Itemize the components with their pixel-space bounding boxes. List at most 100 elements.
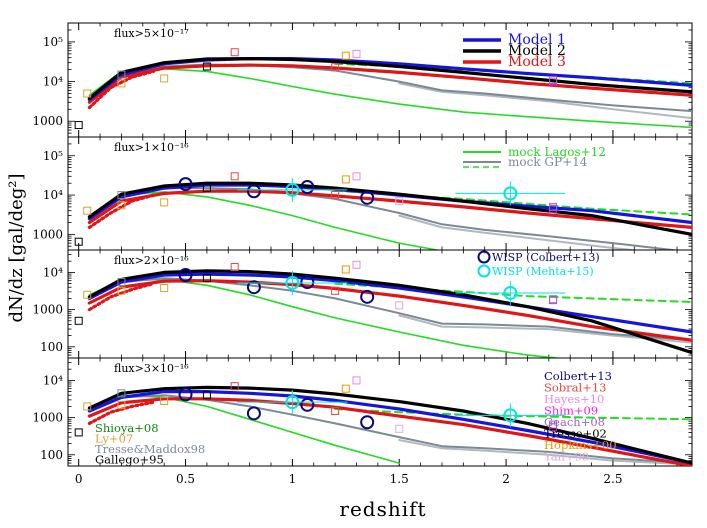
square-marker-ly-07	[160, 284, 169, 293]
square-marker-yan-99	[395, 424, 404, 433]
circle-marker-wisp-colbert-13	[360, 289, 375, 304]
circle-marker-wisp-colbert-13	[360, 415, 375, 430]
square-marker-hopkins-00	[341, 265, 350, 274]
series-line-model-3-dotted	[87, 69, 156, 110]
legend-label-tresse-02: Tresse+02	[544, 427, 607, 441]
series-line-model-3	[87, 63, 692, 104]
series-line-model-1	[87, 390, 692, 465]
square-marker-sobral-13	[230, 262, 239, 271]
y-tick-label: 10⁵	[43, 149, 63, 163]
circle-marker-wisp-mehta-15	[503, 285, 518, 300]
square-marker-hopkins-00	[341, 175, 350, 184]
square-marker-sobral-13	[331, 191, 340, 200]
y-tick-label: 10⁴	[43, 373, 63, 387]
square-marker-tresse-maddox98	[117, 191, 126, 200]
square-marker-sobral-13	[230, 382, 239, 391]
square-marker-geach-08	[549, 295, 558, 304]
square-marker-gallego-95	[74, 428, 83, 437]
y-tick-label: 1000	[32, 227, 63, 241]
square-marker-geach-08	[549, 75, 558, 84]
square-marker-sobral-13	[230, 172, 239, 181]
series-line-mock-gp-14-alt	[398, 439, 692, 466]
square-marker-tresse-02	[202, 274, 211, 283]
panel-flux-label: flux>1×10⁻¹⁶	[114, 141, 189, 154]
square-marker-tresse-02	[202, 62, 211, 71]
y-axis-label: dN/dz [gal/deg²]	[6, 173, 27, 322]
circle-marker-wisp-colbert-13	[246, 406, 261, 421]
series-line-mock-gp-14	[88, 277, 692, 342]
circle-marker-wisp-colbert-13	[178, 387, 193, 402]
series-line-mock-gp-14-alt	[398, 214, 643, 250]
square-marker-gallego-95	[74, 237, 83, 246]
y-tick-label: 10⁴	[43, 188, 63, 202]
square-marker-hayes-10	[352, 172, 361, 181]
panel-data	[74, 376, 692, 466]
series-line-mock-gp-14-alt	[398, 314, 692, 344]
legend-label-shim-09: Shim+09	[544, 404, 598, 418]
square-marker-sobral-13	[331, 286, 340, 295]
y-tick-label: 10⁴	[43, 265, 63, 279]
circle-marker-wisp-colbert-13	[300, 397, 315, 412]
legend-label-mock-lagos-12: mock Lagos+12	[508, 145, 606, 159]
y-tick-label: 100	[40, 340, 63, 354]
circle-marker-wisp-colbert-13	[300, 275, 315, 290]
series-line-mock-gp-14	[88, 394, 692, 465]
square-marker-sobral-13	[331, 407, 340, 416]
square-marker-geach-08	[549, 420, 558, 429]
legend-label-tresse-maddox98: Tresse&Maddox98	[95, 442, 205, 456]
square-marker-sobral-13	[331, 63, 340, 72]
legend-label-wisp-mehta-15: WISP (Mehta+15)	[492, 265, 594, 278]
circle-marker-wisp-mehta-15	[285, 275, 300, 290]
legend-marker-wisp-colbert-13	[477, 250, 491, 264]
legend-label-hayes-10: Hayes+10	[544, 392, 604, 406]
legend-label-model-3: Model 3	[508, 54, 566, 70]
y-tick-label: 10⁴	[43, 75, 63, 89]
circle-marker-wisp-colbert-13	[246, 184, 261, 199]
square-marker-geach-08	[549, 202, 558, 211]
x-tick-label: 0.5	[176, 472, 195, 486]
x-tick-label: 0	[75, 472, 83, 486]
square-marker-ly-07	[160, 198, 169, 207]
x-tick-label: 1	[289, 472, 297, 486]
circle-marker-wisp-colbert-13	[178, 177, 193, 192]
square-marker-tresse-02	[202, 391, 211, 400]
circle-marker-wisp-mehta-15	[503, 186, 518, 201]
series-line-model-3-dotted	[87, 400, 156, 425]
square-marker-ly-07	[83, 206, 92, 215]
series-line-model-3	[87, 279, 692, 342]
panel-frame	[67, 22, 693, 138]
y-tick-label: 1000	[32, 411, 63, 425]
panel-2: 1000 10⁴ 10⁵ flux>1×10⁻¹⁶	[32, 136, 693, 251]
square-marker-ly-07	[83, 290, 92, 299]
legend-label-yan-99: Yan+99	[543, 450, 589, 464]
panel-frame	[67, 357, 693, 467]
circle-marker-wisp-mehta-15	[285, 182, 300, 197]
y-tick-label: 10⁵	[43, 35, 63, 49]
circle-marker-wisp-mehta-15	[285, 395, 300, 410]
square-marker-tresse-maddox98	[117, 278, 126, 287]
panel-data	[74, 172, 692, 250]
square-marker-tresse-maddox98	[117, 70, 126, 79]
circle-marker-wisp-colbert-13	[300, 180, 315, 195]
legend-marker-wisp-mehta-15	[477, 264, 491, 278]
square-marker-ly-07	[83, 402, 92, 411]
square-marker-tresse-maddox98	[117, 389, 126, 398]
legend-label-model-2: Model 2	[508, 43, 566, 59]
y-tick-label: 1000	[32, 114, 63, 128]
square-marker-ly-07	[117, 79, 126, 88]
circle-marker-wisp-colbert-13	[360, 190, 375, 205]
chart-panels: 100010⁴10⁵flux>5×10⁻¹⁷100010⁴10⁵flux>1×1…	[32, 22, 693, 486]
legend-label-sobral-13: Sobral+13	[544, 381, 606, 395]
series-line-model-2	[87, 269, 692, 355]
square-marker-yan-99	[395, 301, 404, 310]
legend-label-mock-gp-14: mock GP+14	[508, 155, 588, 169]
series-line-mock-gp-14-alt	[398, 82, 692, 120]
square-marker-ly-07	[117, 400, 126, 409]
legend-label-geach-08: Geach+08	[544, 415, 605, 429]
series-line-model-2	[87, 57, 692, 100]
legend-label-hopkins-00: Hopkins+00	[544, 438, 617, 452]
legend-label-ly-07: Ly+07	[95, 432, 133, 446]
